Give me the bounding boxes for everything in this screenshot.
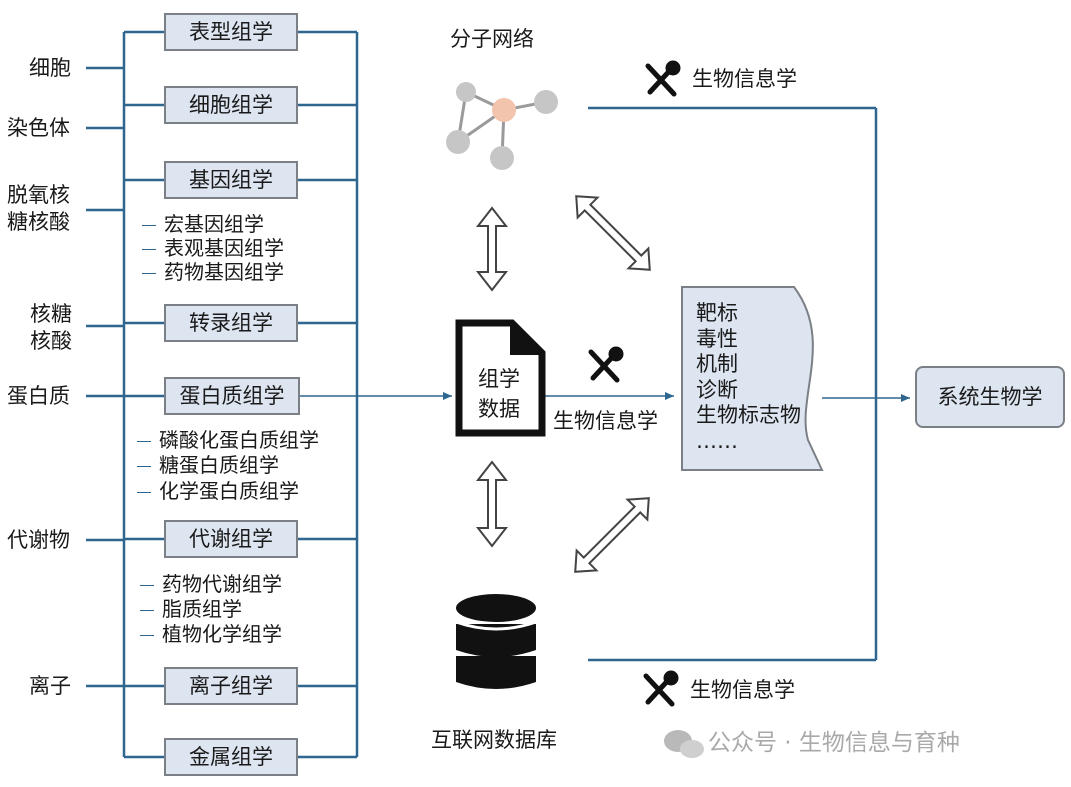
sub-omic-item: 植物化学组学 [140,622,282,646]
wechat-icon [664,730,704,758]
bioinformatics-label-bottom: 生物信息学 [690,678,795,702]
genomics-box: 基因组学 [164,161,298,199]
result-item: 生物标志物 [696,403,801,427]
omics-data-line1: 组学 [478,367,520,391]
network-label: 分子网络 [450,27,534,51]
proteomics-box: 蛋白质组学 [164,377,300,415]
label-cell: 细胞 [29,56,71,80]
metabolomics-box: 代谢组学 [164,520,298,558]
label-dna-line2: 糖核酸 [7,210,70,234]
cytomics-box: 细胞组学 [164,86,298,124]
results-document-shape [681,286,824,471]
label-rna-line2: 核酸 [30,329,72,353]
systems-biology-box: 系统生物学 [915,366,1065,428]
label-ion: 离子 [29,674,71,698]
result-item: 诊断 [696,377,738,402]
label-metabolite: 代谢物 [7,528,70,552]
molecular-network-icon [446,82,558,170]
sub-omic-item: 脂质组学 [140,597,242,621]
sub-omic-item: 表观基因组学 [142,236,284,260]
sub-omic-item: 药物基因组学 [142,260,284,284]
transcriptomics-box: 转录组学 [164,304,298,342]
label-dna-line1: 脱氧核 [7,183,70,207]
results-list: 靶标 毒性 机制 诊断 生物标志物 …… [696,301,801,454]
sub-omic-item: 磷酸化蛋白质组学 [137,428,319,452]
omics-data-line2: 数据 [478,397,520,421]
wrench-screwdriver-icon [645,60,681,97]
watermark-text: 公众号 · 生物信息与育种 [708,730,960,756]
label-chromosome: 染色体 [7,116,70,140]
wrench-screwdriver-icon [588,346,624,383]
ionomics-box: 离子组学 [164,667,298,705]
sub-omic-item: 化学蛋白质组学 [137,479,299,503]
label-protein: 蛋白质 [7,384,70,408]
sub-omic-item: 药物代谢组学 [140,572,282,596]
database-icon [455,594,537,689]
bioinformatics-label-top: 生物信息学 [692,67,797,91]
double-arrow-icon [475,206,509,548]
label-rna-line1: 核糖 [30,302,72,326]
double-arrow-icon [574,195,651,573]
result-item: 毒性 [696,326,738,351]
metallomics-box: 金属组学 [164,738,298,776]
wrench-screwdriver-icon [643,670,679,707]
database-label: 互联网数据库 [431,728,557,752]
result-item: …… [696,428,738,453]
phenomics-box: 表型组学 [164,13,298,51]
result-item: 靶标 [696,301,738,325]
bioinformatics-label-middle: 生物信息学 [553,409,658,433]
document-icon [455,319,546,437]
result-item: 机制 [696,352,738,376]
sub-omic-item: 宏基因组学 [142,212,264,236]
sub-omic-item: 糖蛋白质组学 [137,453,279,477]
